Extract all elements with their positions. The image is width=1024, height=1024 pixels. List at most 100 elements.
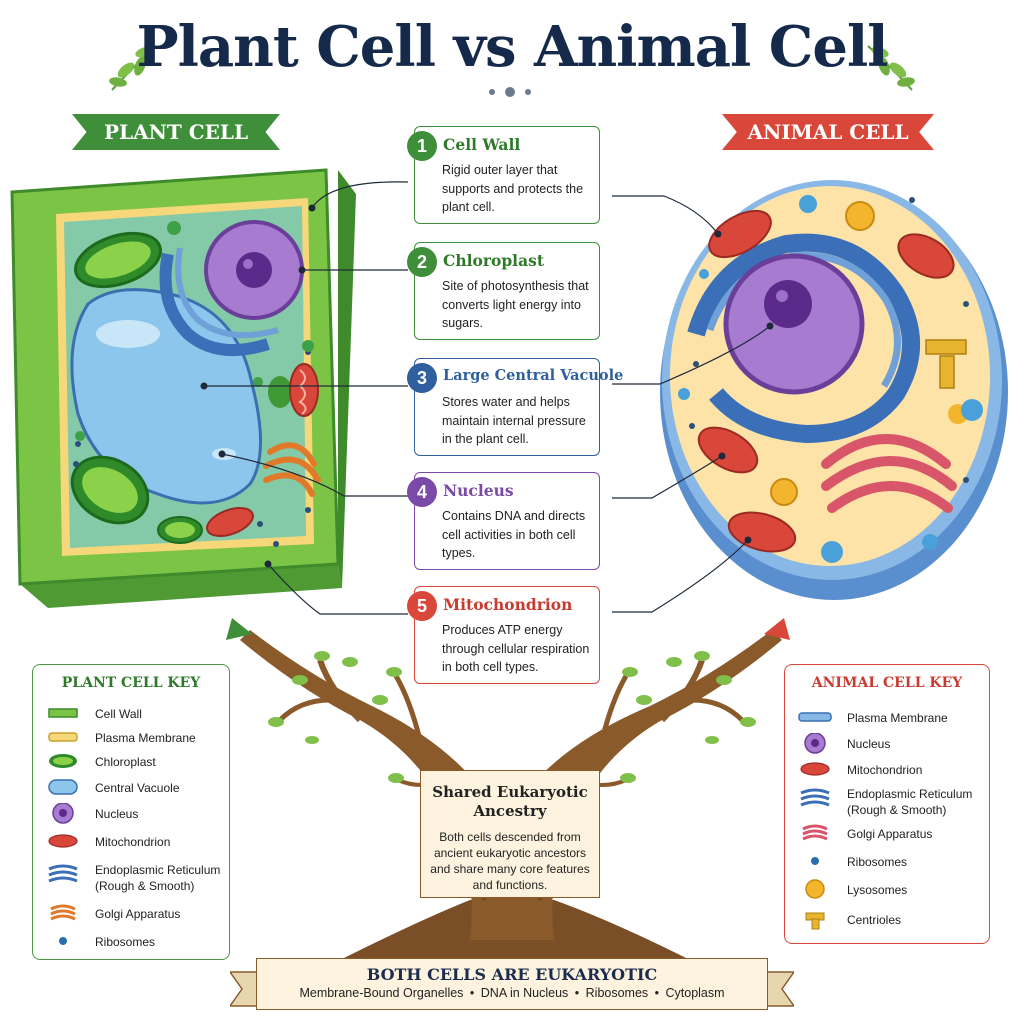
key-item: Centrioles <box>785 909 989 930</box>
plant-chloroplasts <box>70 231 292 544</box>
shared-feature: DNA in Nucleus <box>480 986 569 1000</box>
label-cell-wall: 1 Cell Wall Rigid outer layer that suppo… <box>407 126 600 224</box>
label-title: Cell Wall <box>443 135 521 154</box>
label-mitochondrion: 5 Mitochondrion Produces ATP energy thro… <box>407 586 600 684</box>
label-title: Nucleus <box>443 481 514 500</box>
label-number-4: 4 <box>407 477 437 507</box>
left-leaf-sprig-icon <box>109 45 157 91</box>
bottom-ribbon-tails <box>230 971 794 1007</box>
animal-cell-key: ANIMAL CELL KEY Plasma Membrane Nucleus … <box>784 664 990 944</box>
key-label: Ribosomes <box>847 855 908 869</box>
key-item: Central Vacuole <box>33 777 229 797</box>
animal-centrioles <box>925 339 967 389</box>
page-title: Plant Cell vs Animal Cell <box>136 14 888 80</box>
label-description: Produces ATP energy through cellular res… <box>442 623 590 674</box>
right-leaf-sprig-icon <box>867 45 915 91</box>
key-label: Endoplasmic Reticulum <box>95 863 221 877</box>
key-item: Lysosomes <box>785 879 989 899</box>
shared-ancestry-title: Shared Eukaryotic Ancestry <box>432 783 588 820</box>
nucleus-icon <box>52 803 74 824</box>
shared-ancestry-box: Shared Eukaryotic Ancestry Both cells de… <box>420 770 600 898</box>
animal-key-title: ANIMAL CELL KEY <box>811 675 963 691</box>
key-label: Golgi Apparatus <box>95 907 181 921</box>
label-description: Site of photosynthesis that converts lig… <box>442 279 589 330</box>
key-item: Nucleus <box>33 803 229 824</box>
cell-wall-swatch-icon <box>48 708 78 718</box>
key-label-sub: (Rough & Smooth) <box>95 879 195 893</box>
shared-features-row: Membrane-Bound Organelles • DNA in Nucle… <box>299 986 725 1000</box>
key-label: Cell Wall <box>95 707 142 721</box>
key-label: Central Vacuole <box>95 781 180 795</box>
label-title: Chloroplast <box>443 251 544 270</box>
label-description: Stores water and helps maintain internal… <box>442 395 586 446</box>
key-item: Golgi Apparatus <box>33 903 229 923</box>
plant-cell-banner: PLANT CELL <box>72 114 280 150</box>
animal-vesicles <box>678 195 983 563</box>
er-icon <box>48 864 78 883</box>
chloroplast-icon <box>49 754 77 768</box>
mitochondrion-icon <box>48 834 78 848</box>
key-item: Endoplasmic Reticulum (Rough & Smooth) <box>785 783 989 817</box>
label-number-3: 3 <box>407 363 437 393</box>
label-title: Large Central Vacuole <box>443 367 624 384</box>
plasma-membrane-swatch-icon <box>798 712 832 722</box>
key-label: Mitochondrion <box>95 835 171 849</box>
ribosome-icon <box>811 857 819 865</box>
key-label: Nucleus <box>847 737 891 751</box>
ribosome-icon <box>59 937 67 945</box>
key-label: Plasma Membrane <box>847 711 948 725</box>
centriole-icon <box>805 912 825 930</box>
label-chloroplast: 2 Chloroplast Site of photosynthesis tha… <box>407 242 600 340</box>
plant-cell-illustration <box>10 168 356 608</box>
key-item: Endoplasmic Reticulum (Rough & Smooth) <box>33 859 229 893</box>
key-label: Mitochondrion <box>847 763 923 777</box>
key-item: Cell Wall <box>33 703 229 723</box>
label-description: Rigid outer layer that supports and prot… <box>442 163 584 214</box>
key-label: Ribosomes <box>95 935 156 949</box>
key-label: Golgi Apparatus <box>847 827 933 841</box>
shared-ancestry-description: Both cells descended from ancient eukary… <box>430 830 590 892</box>
key-label: Nucleus <box>95 807 139 821</box>
key-item: Mitochondrion <box>33 831 229 851</box>
label-central-vacuole: 3 Large Central Vacuole Stores water and… <box>407 358 623 456</box>
key-label: Plasma Membrane <box>95 731 196 745</box>
golgi-icon <box>50 904 76 921</box>
plasma-membrane-swatch-icon <box>48 732 78 742</box>
shared-feature: Ribosomes <box>585 986 649 1000</box>
key-label: Endoplasmic Reticulum <box>847 787 973 801</box>
plant-branch-arrow-icon <box>226 618 252 640</box>
plant-golgi <box>263 442 321 497</box>
animal-er <box>687 233 920 444</box>
plant-cell-key: PLANT CELL KEY Cell Wall Plasma Membrane… <box>32 664 230 960</box>
key-label-sub: (Rough & Smooth) <box>847 803 947 817</box>
vacuole-icon <box>48 779 78 795</box>
label-number-2: 2 <box>407 247 437 277</box>
golgi-icon <box>802 824 828 841</box>
animal-golgi <box>821 434 957 513</box>
label-number-1: 1 <box>407 131 437 161</box>
key-item: Golgi Apparatus <box>785 823 989 843</box>
plant-er <box>159 252 270 357</box>
key-item: Plasma Membrane <box>785 707 989 727</box>
lysosome-icon <box>805 879 825 899</box>
key-item: Chloroplast <box>33 751 229 771</box>
label-title: Mitochondrion <box>443 595 573 614</box>
key-item: Ribosomes <box>33 931 229 951</box>
label-number-5: 5 <box>407 591 437 621</box>
shared-feature: Cytoplasm <box>665 986 725 1000</box>
title-divider-dots-icon <box>489 87 531 97</box>
key-label: Lysosomes <box>847 883 908 897</box>
eukaryotic-banner: BOTH CELLS ARE EUKARYOTIC Membrane-Bound… <box>256 958 768 1010</box>
shared-feature: Membrane-Bound Organelles <box>299 986 464 1000</box>
key-item: Mitochondrion <box>785 759 989 779</box>
mitochondrion-icon <box>800 762 830 776</box>
animal-cell-illustration <box>660 180 1008 600</box>
nucleus-icon <box>804 733 826 754</box>
key-label: Centrioles <box>847 913 902 927</box>
key-item: Plasma Membrane <box>33 727 229 747</box>
key-item: Ribosomes <box>785 851 989 871</box>
key-item: Nucleus <box>785 733 989 754</box>
plant-key-title: PLANT CELL KEY <box>61 675 201 691</box>
